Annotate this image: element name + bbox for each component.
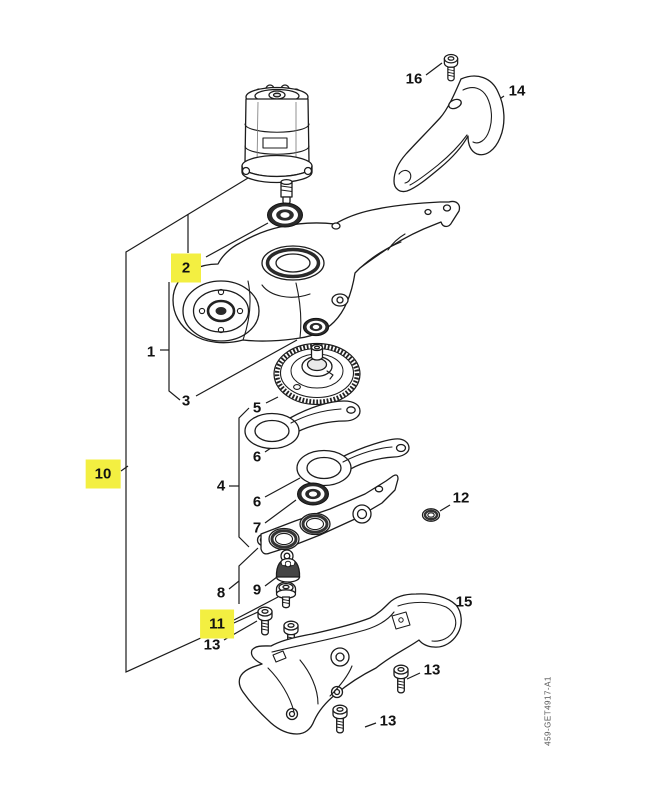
leader-line-5 (265, 396, 279, 404)
leader-line-16 (425, 62, 443, 76)
part-label-13[interactable]: 13 (423, 661, 441, 679)
guard-plate (238, 593, 462, 735)
leader-line-13 (364, 722, 377, 728)
ball-bearing-small (302, 317, 330, 337)
electric-motor (241, 84, 313, 205)
leader-line-11 (233, 596, 279, 621)
part-label-16[interactable]: 16 (405, 70, 423, 88)
part-label-4[interactable]: 4 (216, 477, 226, 495)
gearbox-housing (172, 200, 461, 344)
leader-line-12 (439, 504, 451, 512)
part-label-6[interactable]: 6 (252, 493, 262, 511)
part-label-13[interactable]: 13 (379, 712, 397, 730)
ball-bearing-mid (297, 482, 329, 506)
assembly-bracket-4 (238, 407, 250, 548)
leader-line-7 (264, 499, 297, 524)
leader-line-2 (205, 222, 269, 258)
part-label-9[interactable]: 9 (252, 581, 262, 599)
leader-line-6 (264, 477, 301, 498)
leader-line-9 (264, 576, 278, 587)
part-label-1[interactable]: 1 (146, 343, 156, 361)
connecting-arm-upper (244, 400, 361, 450)
leader-line-13 (406, 672, 421, 680)
assembly-bracket-8 (238, 547, 259, 604)
assembly-bracket-10 (125, 174, 259, 673)
leader-line-3 (195, 339, 298, 397)
part-label-8[interactable]: 8 (216, 584, 226, 602)
leader-line-8 (228, 580, 240, 590)
part-label-15[interactable]: 15 (455, 593, 473, 611)
part-label-10[interactable]: 10 (85, 459, 121, 489)
part-label-14[interactable]: 14 (508, 82, 526, 100)
connecting-arm-lower (296, 438, 410, 487)
screw-16 (443, 53, 459, 82)
part-label-6[interactable]: 6 (252, 448, 262, 466)
washer-12 (421, 508, 441, 522)
screw-11 (275, 581, 297, 609)
part-label-2[interactable]: 2 (171, 253, 201, 283)
ball-bearing-top (267, 202, 303, 228)
dome-bearing (275, 557, 301, 583)
assembly-bracket-1 (168, 282, 181, 401)
bearing-plate (256, 474, 399, 563)
handle (393, 75, 505, 193)
part-label-11[interactable]: 11 (200, 609, 234, 639)
part-label-3[interactable]: 3 (181, 392, 191, 410)
part-label-13[interactable]: 13 (203, 636, 221, 654)
drawing-code: 459-GET4917-A1 (543, 676, 553, 746)
leader-line-10 (120, 465, 129, 472)
part-label-7[interactable]: 7 (252, 519, 262, 537)
part-label-12[interactable]: 12 (452, 489, 470, 507)
gear-wheel (273, 342, 361, 406)
part-label-5[interactable]: 5 (252, 399, 262, 417)
